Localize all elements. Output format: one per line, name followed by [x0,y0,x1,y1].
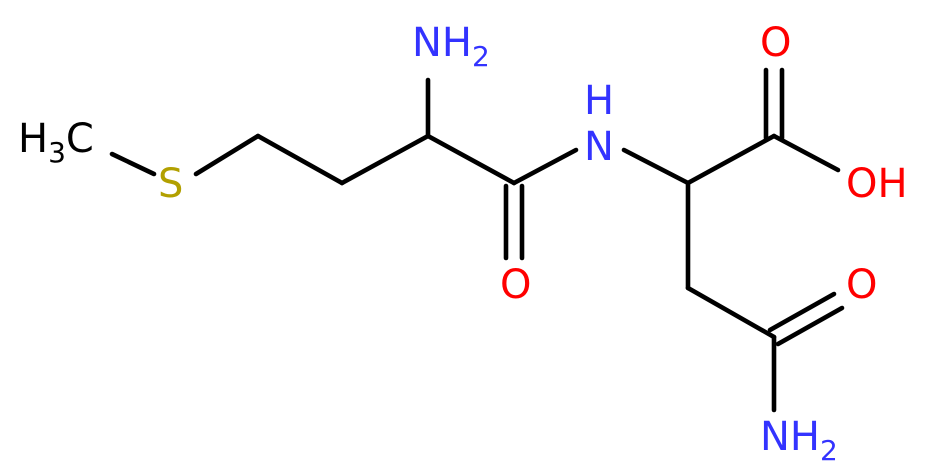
amide-n-label: N [584,124,614,170]
bond-side-o-2 [775,305,845,347]
bond-calpha1-carbonyl [425,133,517,186]
bond-ch3-s [109,151,157,177]
methyl-label: H3C [18,116,94,169]
amide-oxygen-label: O [500,262,531,308]
sulfur-label: S [158,161,183,207]
bond-calpha2-acid-c [685,133,777,186]
bond-s-ch2 [193,133,261,177]
side-oxygen-label: O [846,262,877,308]
acid-oh-label: OH [846,161,908,207]
side-nh2-label: NH2 [760,414,838,467]
bond-carbonyl-nh [511,147,579,186]
bonds [109,67,845,413]
bond-ch2-ch2 [255,133,345,186]
bond-acid-oh [771,133,841,173]
atom-labels: H3C S NH2 N H O O OH O NH2 [18,20,908,467]
bond-nh-calpha2 [621,147,691,186]
bond-ch2-amide-c [685,285,777,340]
bond-ch2-calpha1 [339,133,431,186]
amide-h-label: H [584,78,614,124]
acid-oxygen-label: O [760,20,791,66]
bond-side-o-1 [767,291,837,333]
amino-top-label: NH2 [412,20,490,73]
